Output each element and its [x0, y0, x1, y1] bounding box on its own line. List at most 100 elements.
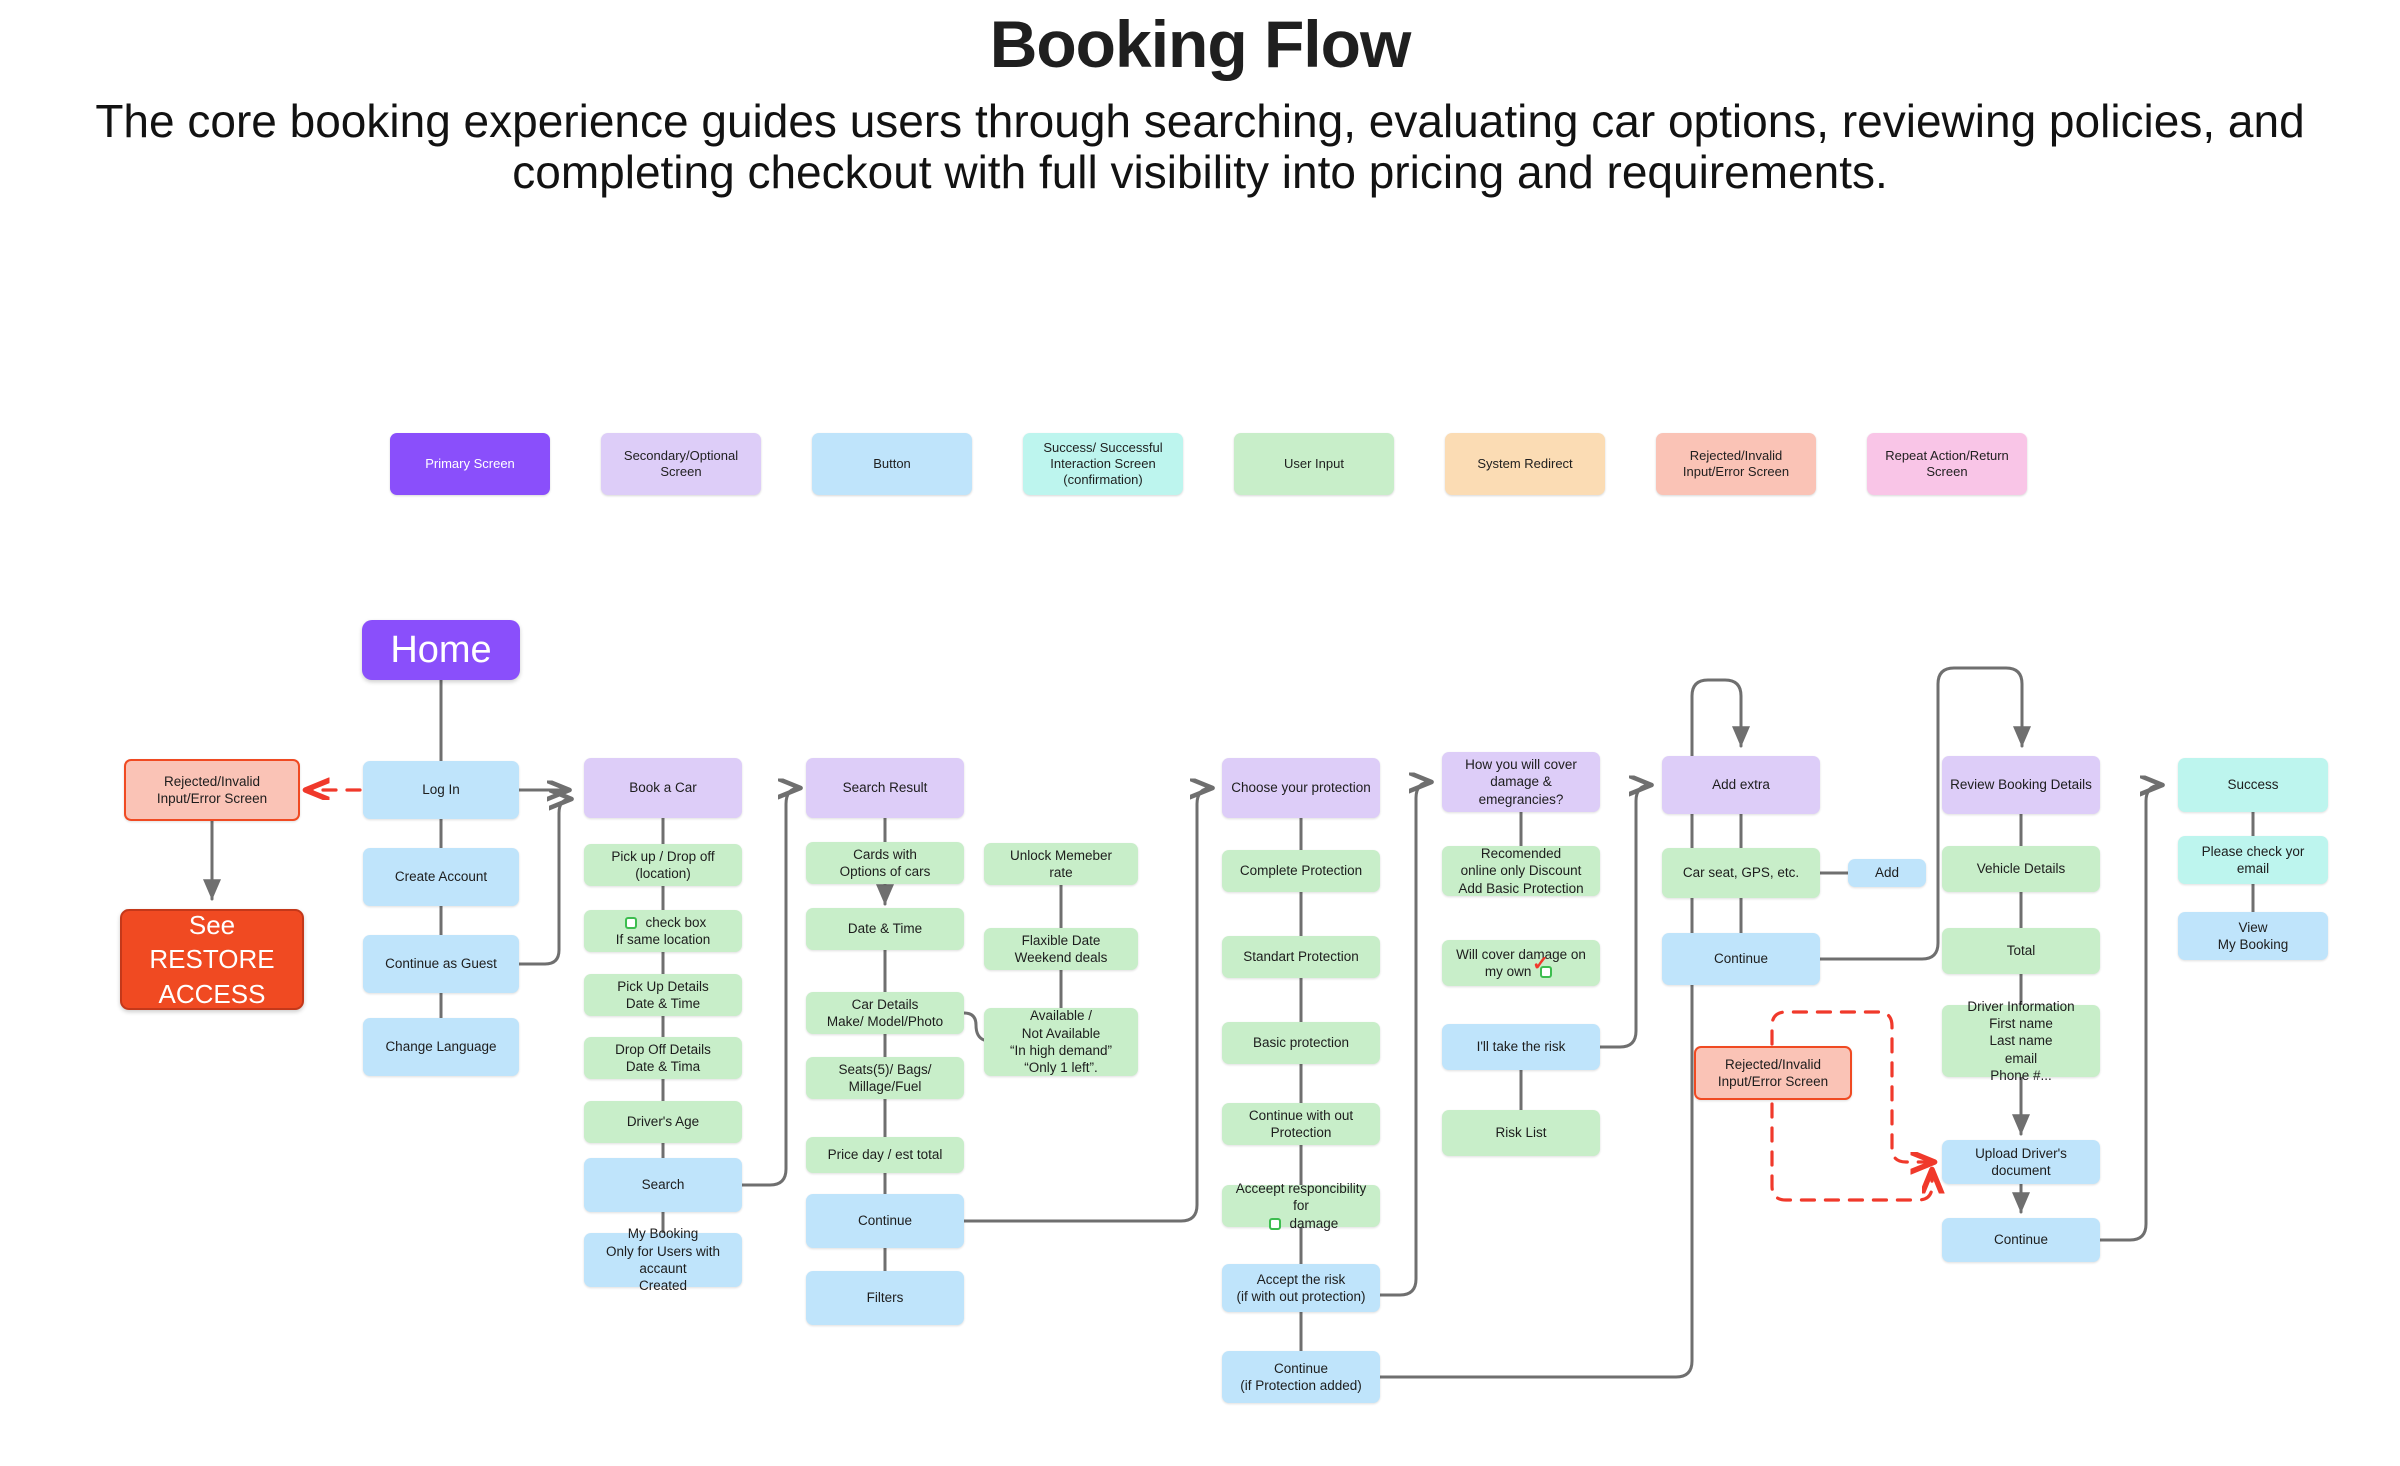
node-availability: Available /Not Available“In high demand”…	[984, 1008, 1138, 1076]
node-label: Please check yor email	[2201, 843, 2305, 876]
node-create-account[interactable]: Create Account	[363, 848, 519, 906]
node-add-button[interactable]: Add	[1848, 859, 1926, 887]
node-upload-document[interactable]: Upload Driver's document	[1942, 1140, 2100, 1184]
node-pickup-dropoff: Pick up / Drop off(location)	[584, 844, 742, 886]
checked-checkbox-icon[interactable]: ✓	[1532, 954, 1557, 980]
node-home[interactable]: Home	[362, 620, 520, 680]
node-label: Basic protection	[1252, 1035, 1350, 1051]
node-label: Rejected/Invalid Input/Error Screen	[156, 773, 268, 806]
node-label: Change Language	[385, 1039, 497, 1055]
node-label: Driver's Age	[626, 1114, 700, 1130]
node-continue-search[interactable]: Continue	[806, 1194, 964, 1248]
legend-item-label: Rejected/Invalid Input/Error Screen	[1682, 448, 1790, 479]
node-car-seat-gps: Car seat, GPS, etc.	[1662, 848, 1820, 898]
node-continue-review[interactable]: Continue	[1942, 1218, 2100, 1262]
node-continue-extra[interactable]: Continue	[1662, 933, 1820, 985]
node-take-the-risk[interactable]: I'll take the risk	[1442, 1024, 1600, 1070]
node-label: Continue	[857, 1213, 913, 1229]
legend-item-1: Secondary/Optional Screen	[601, 433, 761, 495]
node-label: Create Account	[394, 869, 488, 885]
node-label: Rejected/Invalid Input/Error Screen	[1717, 1056, 1829, 1089]
legend-item-label: User Input	[1284, 456, 1344, 472]
node-total: Total	[1942, 928, 2100, 974]
node-label: Accept the risk(if with out protection)	[1236, 1271, 1366, 1304]
node-label: Continue as Guest	[385, 956, 497, 972]
node-label: Choose your protection	[1231, 780, 1371, 796]
legend-item-label: Success/ Successful Interaction Screen (…	[1043, 440, 1163, 487]
node-label: How you will cover damage & emegrancies?	[1465, 757, 1577, 807]
node-success: Success	[2178, 758, 2328, 812]
checkbox-icon[interactable]	[1268, 1217, 1281, 1230]
node-label: Search	[641, 1177, 685, 1193]
node-standart-protection: Standart Protection	[1222, 936, 1380, 978]
node-label: Review Booking Details	[1950, 777, 2092, 793]
node-date-time: Date & Time	[806, 908, 964, 950]
node-continue-protection[interactable]: Continue(if Protection added)	[1222, 1351, 1380, 1403]
node-vehicle-details: Vehicle Details	[1942, 846, 2100, 892]
legend-item-label: System Redirect	[1477, 456, 1573, 472]
legend-item-2: Button	[812, 433, 972, 495]
node-label: Continue	[1993, 1232, 2049, 1248]
node-search-button[interactable]: Search	[584, 1158, 742, 1212]
node-label: Add	[1874, 865, 1900, 881]
node-accept-the-risk[interactable]: Accept the risk(if with out protection)	[1222, 1264, 1380, 1312]
node-log-in[interactable]: Log In	[363, 761, 519, 819]
node-choose-protection: Choose your protection	[1222, 758, 1380, 818]
node-cover-own: Will cover damage on my own ✓	[1442, 940, 1600, 986]
node-seats-bags: Seats(5)/ Bags/Millage/Fuel	[806, 1057, 964, 1099]
node-label: Add extra	[1712, 777, 1770, 793]
legend-item-6: Rejected/Invalid Input/Error Screen	[1656, 433, 1816, 495]
node-label: Log In	[422, 782, 460, 798]
node-continue-as-guest[interactable]: Continue as Guest	[363, 935, 519, 993]
legend-item-label: Repeat Action/Return Screen	[1885, 448, 2009, 479]
checkbox-icon[interactable]	[624, 916, 637, 929]
node-label: Price day / est total	[827, 1147, 943, 1163]
legend-item-7: Repeat Action/Return Screen	[1867, 433, 2027, 495]
node-label: Vehicle Details	[1976, 861, 2066, 877]
node-label: Car seat, GPS, etc.	[1682, 865, 1800, 881]
node-label: Book a Car	[629, 780, 697, 796]
node-label: Home	[390, 628, 492, 671]
node-label: I'll take the risk	[1476, 1039, 1566, 1055]
legend-item-3: Success/ Successful Interaction Screen (…	[1023, 433, 1183, 495]
node-label: Upload Driver's document	[1975, 1145, 2067, 1178]
page-title: Booking Flow	[989, 7, 1412, 81]
node-label: Pick up / Drop off(location)	[611, 848, 715, 881]
node-review-booking: Review Booking Details	[1942, 756, 2100, 814]
legend-item-0: Primary Screen	[390, 433, 550, 495]
node-risk-list: Risk List	[1442, 1110, 1600, 1156]
node-change-language[interactable]: Change Language	[363, 1018, 519, 1076]
node-label: Filters	[866, 1290, 904, 1306]
legend-item-4: User Input	[1234, 433, 1394, 495]
node-accept-responsibility: Acceept responcibility for damage	[1222, 1181, 1380, 1231]
node-check-email: Please check yor email	[2178, 836, 2328, 884]
node-label: Available /Not Available“In high demand”…	[1009, 1008, 1113, 1076]
node-complete-protection: Complete Protection	[1222, 850, 1380, 892]
node-filters[interactable]: Filters	[806, 1271, 964, 1325]
legend-item-5: System Redirect	[1445, 433, 1605, 495]
node-label: Continue	[1713, 951, 1769, 967]
node-add-extra: Add extra	[1662, 756, 1820, 814]
legend: Primary Screen Secondary/Optional Screen B…	[390, 433, 2070, 503]
node-book-a-car: Book a Car	[584, 758, 742, 818]
legend-item-label: Button	[873, 456, 911, 472]
